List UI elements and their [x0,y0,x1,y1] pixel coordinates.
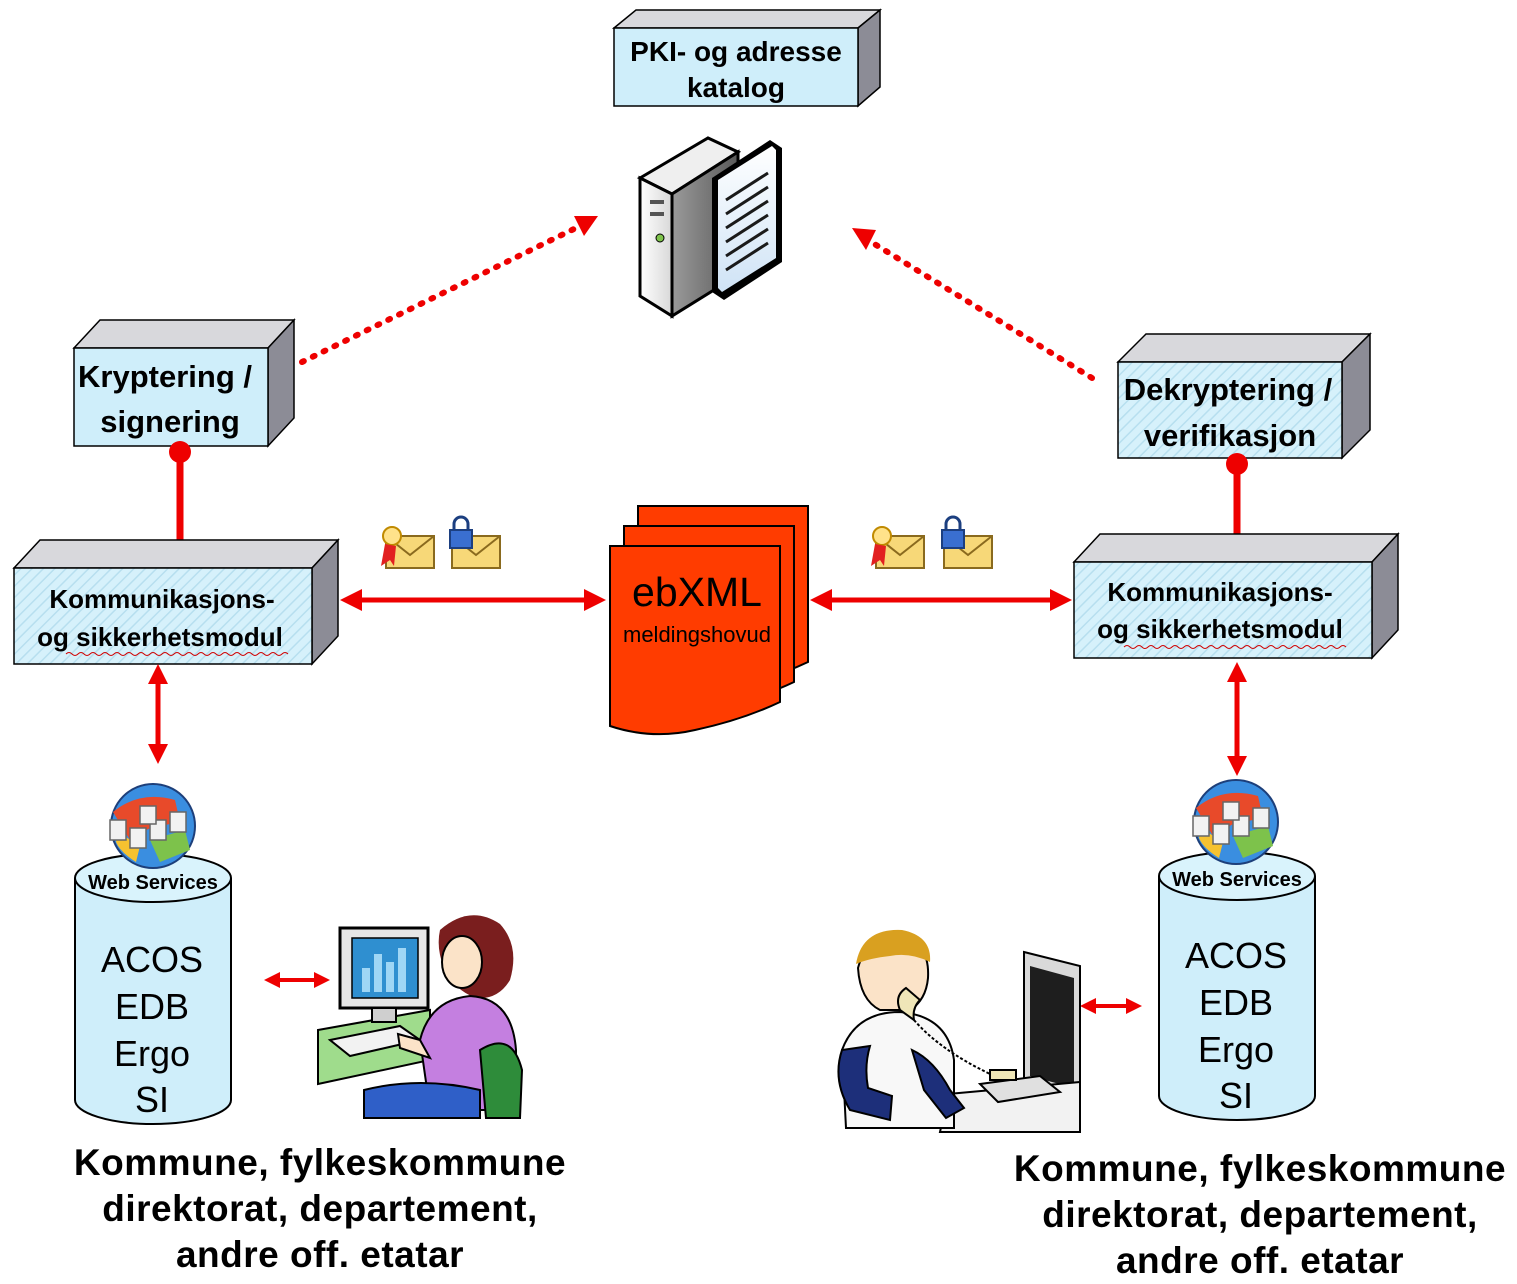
left-database-line: EDB [115,986,189,1027]
decryption-verification-line1: Dekryptering / [1124,372,1333,407]
web-services-globe-icon [1192,779,1279,865]
lock-envelope-icon [449,515,501,569]
caption-line: andre off. etatar [175,1234,465,1275]
left-database-cylinder: Web Services ACOS EDB Ergo SI [74,783,232,1125]
left-database-line: SI [135,1079,169,1120]
server-icon [636,136,782,319]
right-database-user-arrow [1080,998,1142,1014]
left-database-line: ACOS [101,939,203,980]
certificate-envelope-icon [381,526,435,569]
right-module-line2: og sikkerhetsmodul [1097,614,1343,644]
left-module-database-arrow [148,664,168,764]
left-message-arrow [340,589,606,611]
right-database-cylinder: Web Services ACOS EDB Ergo SI [1158,779,1316,1121]
boy-on-phone-at-computer-icon [837,929,1081,1133]
encryption-signing-line2: signering [100,404,240,439]
caption-line: Kommune, fylkeskommune [73,1142,567,1183]
left-database-line: Ergo [114,1033,190,1074]
pki-directory-line1: PKI- og adresse [630,36,842,67]
decryption-verification-line2: verifikasjon [1144,418,1316,453]
right-communication-module-box: Kommunikasjons- og sikkerhetsmodul [1072,532,1400,660]
pki-directory-box: PKI- og adresse katalog [611,8,883,108]
pki-directory-line2: katalog [687,72,785,103]
left-module-line1: Kommunikasjons- [49,584,274,614]
caption-line: direktorat, departement, [102,1188,538,1229]
right-organization-caption: Kommune, fylkeskommune direktorat, depar… [980,1146,1517,1284]
left-communication-module-box: Kommunikasjons- og sikkerhetsmodul [12,538,340,666]
right-database-line: EDB [1199,982,1273,1023]
right-database-line: Ergo [1198,1029,1274,1070]
certificate-envelope-icon [871,526,925,569]
encryption-signing-line1: Kryptering / [78,359,252,394]
right-database-line: SI [1219,1075,1253,1116]
woman-at-computer-icon [317,915,524,1119]
right-module-line1: Kommunikasjons- [1107,577,1332,607]
caption-line: Kommune, fylkeskommune [1013,1148,1507,1189]
left-database-user-arrow [264,972,330,988]
ebxml-title: ebXML [632,569,762,615]
ebxml-subtitle: meldingshovud [623,622,771,647]
left-module-line2: og sikkerhetsmodul [37,622,283,652]
right-module-database-arrow [1227,662,1247,776]
right-message-arrow [810,589,1072,611]
right-web-services-label: Web Services [1172,869,1302,891]
right-database-line: ACOS [1185,935,1287,976]
caption-line: andre off. etatar [1115,1240,1405,1281]
web-services-globe-icon [109,783,196,869]
decryption-verification-box: Dekryptering / verifikasjon [1116,332,1372,460]
caption-line: direktorat, departement, [1042,1194,1478,1235]
encryption-signing-box: Kryptering / signering [72,318,296,448]
dotted-arrow-right-to-directory [852,228,1095,381]
ebxml-message-document: ebXML meldingshovud [609,505,809,736]
left-organization-caption: Kommune, fylkeskommune direktorat, depar… [40,1140,600,1278]
left-web-services-label: Web Services [88,872,218,894]
lock-envelope-icon [941,515,993,569]
dotted-arrow-left-to-directory [299,216,598,365]
